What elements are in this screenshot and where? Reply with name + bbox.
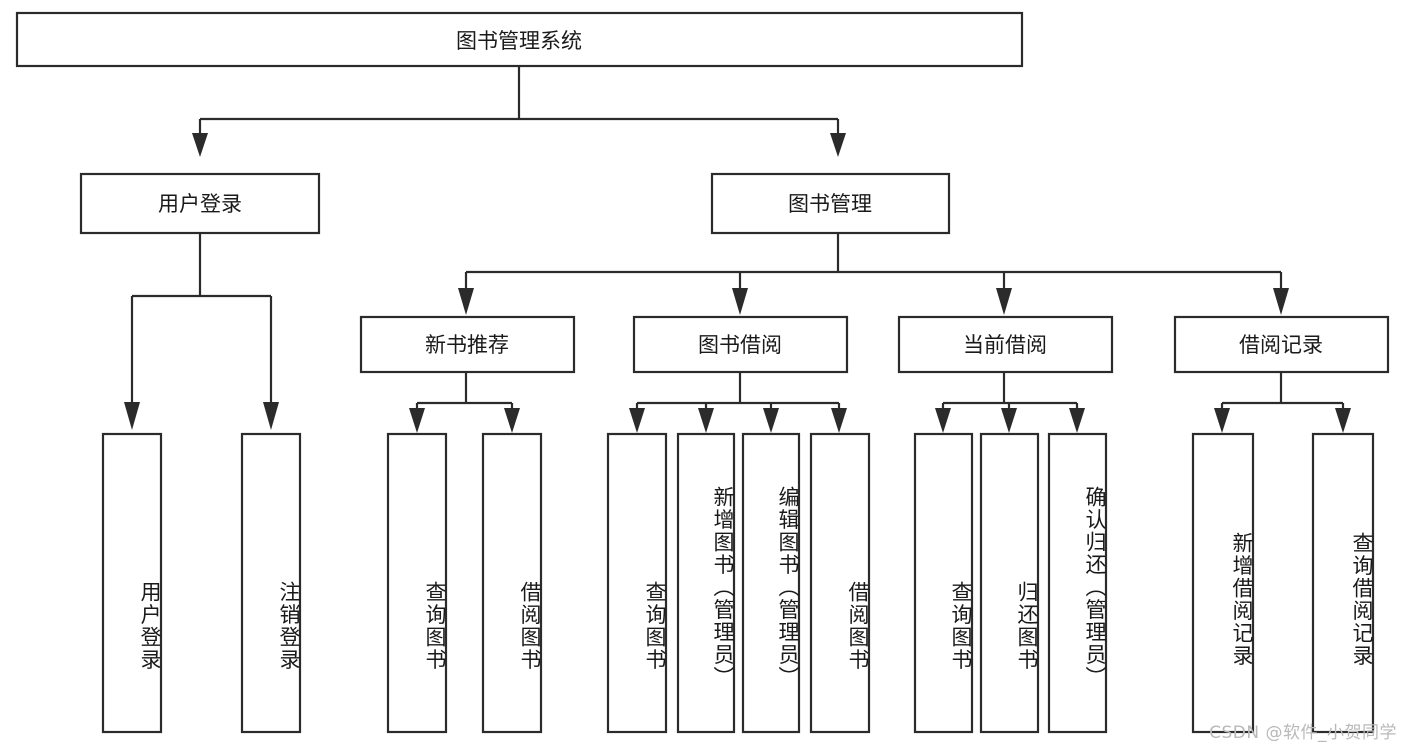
connector-group-user-login — [124, 233, 279, 430]
arrowhead-leaf-query-record — [1335, 408, 1351, 433]
node-box-leaf-add-book[interactable] — [676, 432, 736, 734]
node-box-current-borrow[interactable] — [897, 315, 1114, 374]
node-box-leaf-query-book-3[interactable] — [913, 432, 974, 734]
node-box-leaf-borrow-book-2[interactable] — [809, 432, 871, 734]
label-root: 图书管理系统 — [456, 29, 582, 53]
arrowhead-leaf-add-book — [698, 408, 714, 433]
label-new-book-rec: 新书推荐 — [425, 333, 509, 357]
node-box-user-login[interactable] — [79, 172, 321, 235]
node-box-book-borrow[interactable] — [632, 315, 849, 374]
node-box-leaf-user-login[interactable] — [101, 432, 163, 734]
connector-group-book-borrow — [629, 372, 847, 433]
node-box-leaf-query-record[interactable] — [1311, 432, 1375, 734]
node-box-leaf-user-logout[interactable] — [240, 432, 302, 734]
node-box-leaf-borrow-book-1[interactable] — [481, 432, 543, 734]
connector-group-current-borrow — [935, 372, 1085, 433]
node-box-borrow-record[interactable] — [1173, 315, 1390, 374]
arrowhead-leaf-user-login — [124, 402, 140, 430]
label-book-manage: 图书管理 — [788, 192, 872, 216]
connector-group-book-manage — [458, 233, 1289, 315]
arrowhead-leaf-borrow-book-1 — [504, 408, 520, 433]
arrowhead-current-borrow — [996, 288, 1012, 315]
node-box-leaf-query-book-1[interactable] — [386, 432, 448, 734]
arrowhead-leaf-query-book-3 — [935, 408, 951, 433]
connector-group-borrow-record — [1214, 372, 1351, 433]
arrowhead-leaf-query-book-2 — [629, 408, 645, 433]
arrowhead-leaf-confirm-return — [1069, 408, 1085, 433]
arrowhead-leaf-query-book-1 — [409, 408, 425, 433]
arrowhead-book-borrow — [732, 288, 748, 315]
arrowhead-borrow-record — [1273, 288, 1289, 315]
arrowhead-user-login — [192, 133, 208, 157]
arrowhead-leaf-user-logout — [263, 402, 279, 430]
arrowhead-leaf-borrow-book-2 — [831, 408, 847, 433]
node-box-leaf-return-book[interactable] — [979, 432, 1040, 734]
watermark-text: CSDN @软件_小贺同学 — [1209, 723, 1397, 743]
node-box-new-book-rec[interactable] — [359, 315, 576, 374]
node-box-leaf-add-record[interactable] — [1191, 432, 1255, 734]
arrowhead-leaf-return-book — [1001, 408, 1017, 433]
node-box-book-manage[interactable] — [710, 172, 951, 235]
arrowhead-new-book-rec — [458, 288, 474, 315]
node-box-leaf-confirm-return[interactable] — [1047, 432, 1108, 734]
node-box-leaf-query-book-2[interactable] — [606, 432, 668, 734]
arrowhead-leaf-edit-book — [763, 408, 779, 433]
label-borrow-record: 借阅记录 — [1239, 333, 1323, 357]
node-box-root[interactable] — [15, 11, 1024, 68]
arrowhead-book-manage — [830, 133, 846, 157]
label-book-borrow: 图书借阅 — [698, 333, 782, 357]
label-current-borrow: 当前借阅 — [963, 333, 1047, 357]
connector-group-root — [192, 66, 846, 157]
arrowhead-leaf-add-record — [1214, 408, 1230, 433]
connector-group-new-book-rec — [409, 372, 520, 433]
node-box-leaf-edit-book[interactable] — [741, 432, 801, 734]
label-user-login: 用户登录 — [158, 192, 242, 216]
